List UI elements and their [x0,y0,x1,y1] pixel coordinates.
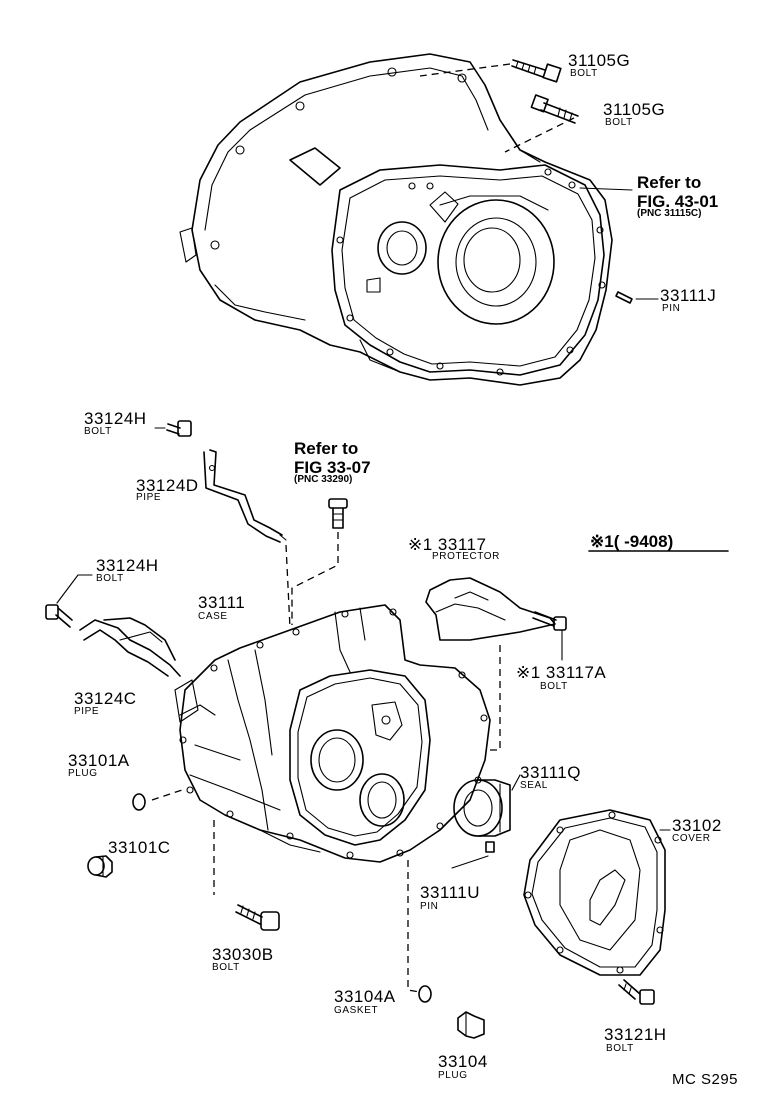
label-33124d: 33124D [136,476,199,495]
bolt-33121h-illustration [618,979,655,1005]
label-33104a: 33104A [334,987,396,1006]
label-33121h-desc: BOLT [606,1043,634,1054]
label-33101c: 33101C [108,838,171,857]
plug-33104-illustration [457,1011,485,1039]
label-33111q-desc: SEAL [520,780,548,791]
gasket-33104a-illustration [418,985,432,1003]
label-31105g-a: 31105G [568,51,631,70]
label-31105g-b-desc: BOLT [605,117,633,128]
label-33117a-desc: BOLT [540,681,568,692]
pin-33111j-illustration [615,291,633,304]
label-33111: 33111 [198,593,246,612]
label-33104: 33104 [438,1052,488,1071]
label-33111-desc: CASE [198,611,228,622]
label-33104a-desc: GASKET [334,1005,379,1016]
gasket-33101c-illustration [132,793,146,811]
label-33117-desc: PROTECTOR [432,551,500,562]
label-31105g-b: 31105G [603,100,666,119]
cover-33102-illustration [523,809,666,976]
label-33101a: 33101A [68,751,130,770]
pipe-33124d-illustration [203,449,287,543]
label-33111j-desc: PIN [662,303,681,314]
label-33121h: 33121H [604,1025,667,1044]
label-33117a: ※1 33117A [516,663,607,682]
diagram-code: MC S295 [672,1071,739,1088]
refer-upper-pnc: (PNC 31115C) [637,208,702,219]
pin-33111u-illustration [485,841,495,853]
refer-upper-line1: Refer to [637,173,702,192]
protector-33117-illustration [425,577,556,641]
label-33111u-desc: PIN [420,901,439,912]
label-33124c-desc: PIPE [74,706,100,717]
label-33101a-desc: PLUG [68,768,98,779]
label-33124h-left: 33124H [96,556,159,575]
refer-upper-line2: FIG. 43-01 [637,192,719,211]
transmission-case-illustration [174,604,491,863]
refer-lower-line2: FIG 33-07 [294,458,371,477]
label-33102: 33102 [672,816,722,835]
seal-33111q-illustration [453,779,511,837]
label-31105g-a-desc: BOLT [570,68,598,79]
label-33124h-top-desc: BOLT [84,426,112,437]
transaxle-housing-illustration [179,53,613,386]
label-33124d-desc: PIPE [136,492,162,503]
label-33124c: 33124C [74,689,137,708]
label-33117: ※1 33117 [408,535,487,554]
bolt-33124h-left-illustration [45,574,93,628]
bolt-31105g-b-illustration [530,94,579,124]
label-33104-desc: PLUG [438,1070,468,1081]
label-33111q: 33111Q [520,763,581,782]
label-33102-desc: COVER [672,833,711,844]
bolt-31105g-a-illustration [511,59,562,83]
bolt-33030b-illustration [235,904,280,931]
label-33111j: 33111J [660,286,717,305]
note-9408: ※1( -9408) [590,532,674,551]
label-33124h-top: 33124H [84,409,147,428]
refer-lower-line1: Refer to [294,439,359,458]
pipe-33124c-illustration [79,617,181,677]
bolt-33117a-illustration [532,611,567,631]
refer-plug-illustration [328,498,348,529]
label-33111u: 33111U [420,883,481,902]
bolt-33124h-top-illustration [154,420,192,437]
plug-33101a-illustration [87,855,113,878]
label-33030b-desc: BOLT [212,962,240,973]
refer-lower-pnc: (PNC 33290) [294,474,353,485]
label-33124h-left-desc: BOLT [96,573,124,584]
label-33030b: 33030B [212,945,274,964]
